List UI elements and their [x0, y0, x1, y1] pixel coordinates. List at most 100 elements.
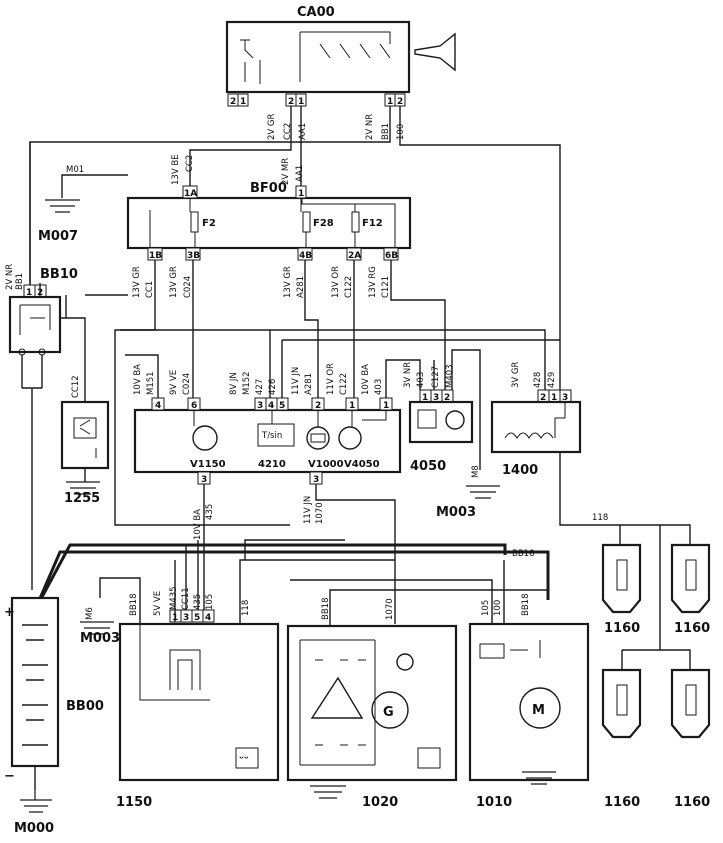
svg-text:4B: 4B: [299, 251, 312, 261]
c1010-starter: 105 100 BB18 BB18 M 1010: [468, 549, 590, 810]
bb10-label: BB10: [40, 267, 78, 282]
switch-4210-icon: [257, 423, 295, 447]
ca00-wire-labels: 2V GR CC2 AA1 2V NR BB1 100: [267, 113, 406, 140]
svg-text:3: 3: [562, 393, 568, 403]
svg-text:10V BA: 10V BA: [193, 509, 203, 540]
svg-text:429: 429: [547, 372, 557, 388]
svg-text:13V GR: 13V GR: [132, 266, 142, 298]
ca00-label: CA00: [297, 5, 335, 20]
svg-text:G: G: [383, 705, 394, 720]
svg-text:V1000: V1000: [308, 459, 344, 470]
svg-text:C024: C024: [183, 276, 193, 298]
svg-text:BB18: BB18: [129, 594, 139, 616]
svg-text:2: 2: [540, 393, 546, 403]
svg-text:6: 6: [191, 401, 197, 411]
svg-text:C127: C127: [431, 366, 441, 388]
svg-text:2V GR: 2V GR: [267, 113, 277, 140]
svg-text:AA1: AA1: [298, 123, 308, 140]
bf00-label: BF00: [250, 181, 287, 196]
svg-text:13V GR: 13V GR: [169, 266, 179, 298]
svg-text:427: 427: [255, 379, 265, 395]
svg-text:M151: M151: [146, 371, 156, 395]
svg-text:1B: 1B: [149, 251, 162, 261]
svg-text:2V NR: 2V NR: [365, 114, 375, 140]
svg-text:A281: A281: [296, 276, 306, 298]
svg-text:11V OR: 11V OR: [326, 363, 336, 395]
battery-plus: +: [4, 605, 15, 620]
svg-text:M8: M8: [471, 465, 481, 478]
svg-text:105: 105: [481, 600, 491, 616]
svg-text:1160: 1160: [674, 621, 710, 636]
svg-text:C121: C121: [381, 276, 391, 298]
svg-text:118: 118: [592, 513, 608, 523]
svg-text:2: 2: [288, 97, 294, 107]
svg-text:426: 426: [268, 379, 278, 395]
c4050-unit: 3V NR 403 C127 M403 1 3 2 4050: [403, 362, 474, 474]
svg-text:A281: A281: [304, 373, 314, 395]
svg-text:V1150: V1150: [190, 459, 226, 470]
svg-text:3V GR: 3V GR: [511, 361, 521, 388]
svg-text:BB18: BB18: [521, 594, 531, 616]
svg-text:1: 1: [26, 288, 32, 298]
bb00-label: BB00: [66, 699, 104, 714]
m003-label-b: M003: [80, 631, 120, 646]
svg-text:1070: 1070: [385, 598, 395, 620]
svg-text:403: 403: [374, 379, 384, 395]
motor-icon: [519, 687, 561, 729]
svg-text:5V VE: 5V VE: [153, 591, 163, 616]
svg-text:13V GR: 13V GR: [283, 266, 293, 298]
svg-text:C122: C122: [339, 373, 349, 395]
key-icon: [414, 32, 456, 72]
svg-text:13V BE: 13V BE: [171, 154, 181, 185]
svg-text:1: 1: [240, 97, 246, 107]
svg-text:10V BA: 10V BA: [361, 364, 371, 395]
svg-text:10V BA: 10V BA: [133, 364, 143, 395]
svg-text:1: 1: [383, 401, 389, 411]
ca00-switch: CA00 2 1 2 1 1 2: [225, 5, 456, 107]
svg-text:2: 2: [315, 401, 321, 411]
stator-icon: [310, 676, 364, 719]
svg-text:118: 118: [241, 600, 251, 616]
svg-text:2: 2: [230, 97, 236, 107]
m000-label: M000: [14, 821, 54, 836]
svg-text:2V MR: 2V MR: [281, 158, 291, 185]
svg-text:13V OR: 13V OR: [331, 266, 341, 298]
svg-text:4: 4: [155, 401, 161, 411]
c1400-unit: 3V GR 428 429 2 1 3 1400: [490, 361, 582, 478]
c1020-alternator: BB18 1070 G 1020: [286, 598, 458, 810]
svg-text:3: 3: [201, 475, 207, 485]
svg-text:428: 428: [533, 372, 543, 388]
battery-minus: −: [4, 769, 15, 784]
svg-text:2: 2: [444, 393, 450, 403]
svg-text:M152: M152: [242, 371, 252, 395]
generator-icon: [371, 691, 409, 729]
svg-text:BB1: BB1: [15, 273, 25, 290]
svg-text:1: 1: [551, 393, 557, 403]
c1010-label: 1010: [476, 795, 512, 810]
svg-text:1: 1: [387, 97, 393, 107]
svg-text:8V JN: 8V JN: [229, 372, 239, 395]
svg-text:3V NR: 3V NR: [403, 362, 413, 388]
svg-text:105: 105: [205, 594, 215, 610]
svg-text:3: 3: [183, 613, 189, 623]
svg-text:CC2: CC2: [283, 123, 293, 140]
svg-text:BB18: BB18: [321, 598, 331, 620]
c1020-label: 1020: [362, 795, 398, 810]
svg-text:100: 100: [396, 124, 406, 140]
ground-icon: [45, 199, 80, 213]
svg-text:5: 5: [194, 613, 200, 623]
svg-text:M01: M01: [66, 165, 84, 175]
svg-text:C024: C024: [182, 373, 192, 395]
coil-icon: ᵕᵕ: [239, 754, 249, 765]
bf00-fusebox: BF00 1A 1 F2 F28 F12 1B 3B 4B 2A 6B: [126, 181, 412, 261]
svg-text:T/sin: T/sin: [261, 431, 282, 441]
regulator-icon: [396, 653, 414, 671]
c1255-label: 1255: [64, 491, 100, 506]
svg-text:F2: F2: [202, 218, 216, 229]
svg-text:6B: 6B: [385, 251, 398, 261]
svg-text:3: 3: [433, 393, 439, 403]
svg-text:435: 435: [205, 504, 215, 520]
oil-pressure-icon: [338, 426, 362, 450]
svg-text:4: 4: [268, 401, 274, 411]
